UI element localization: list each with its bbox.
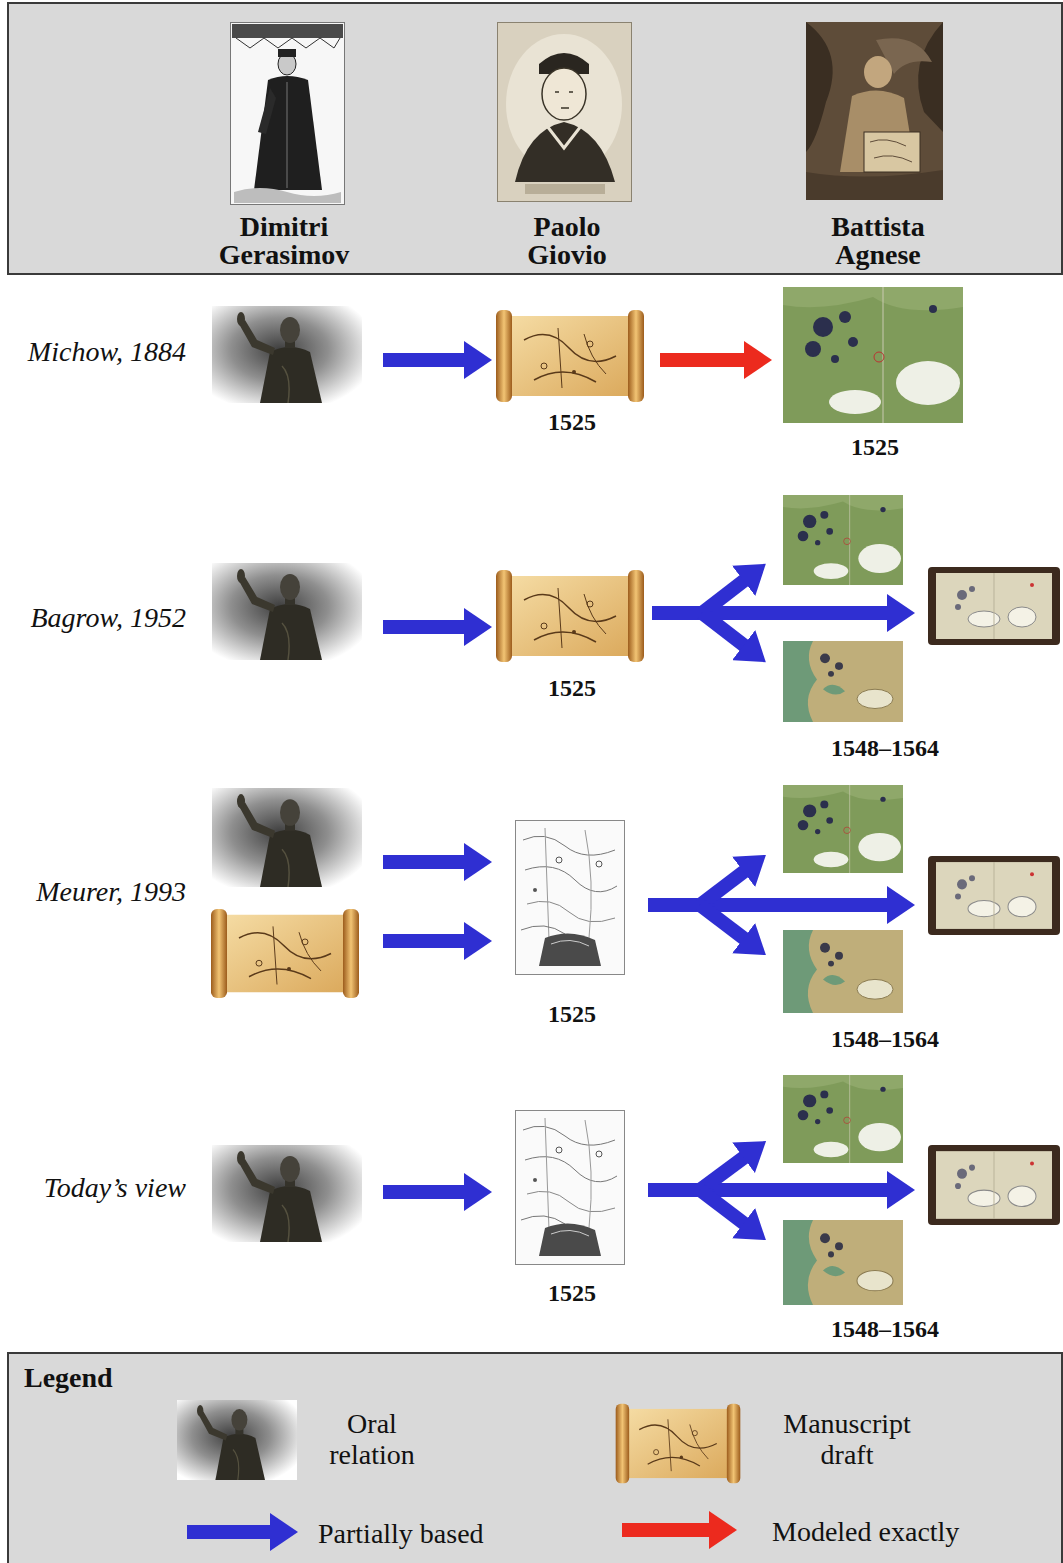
year-label: 1525: [548, 1280, 596, 1306]
year-label: 1548–1564: [831, 1026, 939, 1052]
legend-box: LegendOral relation Manuscript draftParti…: [7, 1352, 1063, 1563]
row-source-label: Today’s view: [44, 1173, 186, 1204]
person-name: Paolo Giovio: [500, 213, 635, 269]
legend-text: Modeled exactly: [772, 1517, 959, 1548]
year-label: 1525: [548, 675, 596, 701]
legend-text: Partially based: [318, 1519, 484, 1550]
row-source-label: Michow, 1884: [28, 337, 186, 368]
legend-text: Oral relation: [312, 1409, 432, 1471]
year-label: 1525: [851, 434, 899, 460]
year-label: 1548–1564: [831, 735, 939, 761]
year-label: 1525: [548, 409, 596, 435]
person-name: Battista Agnese: [798, 213, 958, 269]
year-label: 1525: [548, 1001, 596, 1027]
year-label: 1548–1564: [831, 1316, 939, 1342]
row-source-label: Bagrow, 1952: [30, 603, 186, 634]
legend-title: Legend: [24, 1364, 113, 1392]
legend-text: Manuscript draft: [767, 1409, 927, 1471]
person-name: Dimitri Gerasimov: [194, 213, 374, 269]
row-source-label: Meurer, 1993: [36, 877, 186, 908]
